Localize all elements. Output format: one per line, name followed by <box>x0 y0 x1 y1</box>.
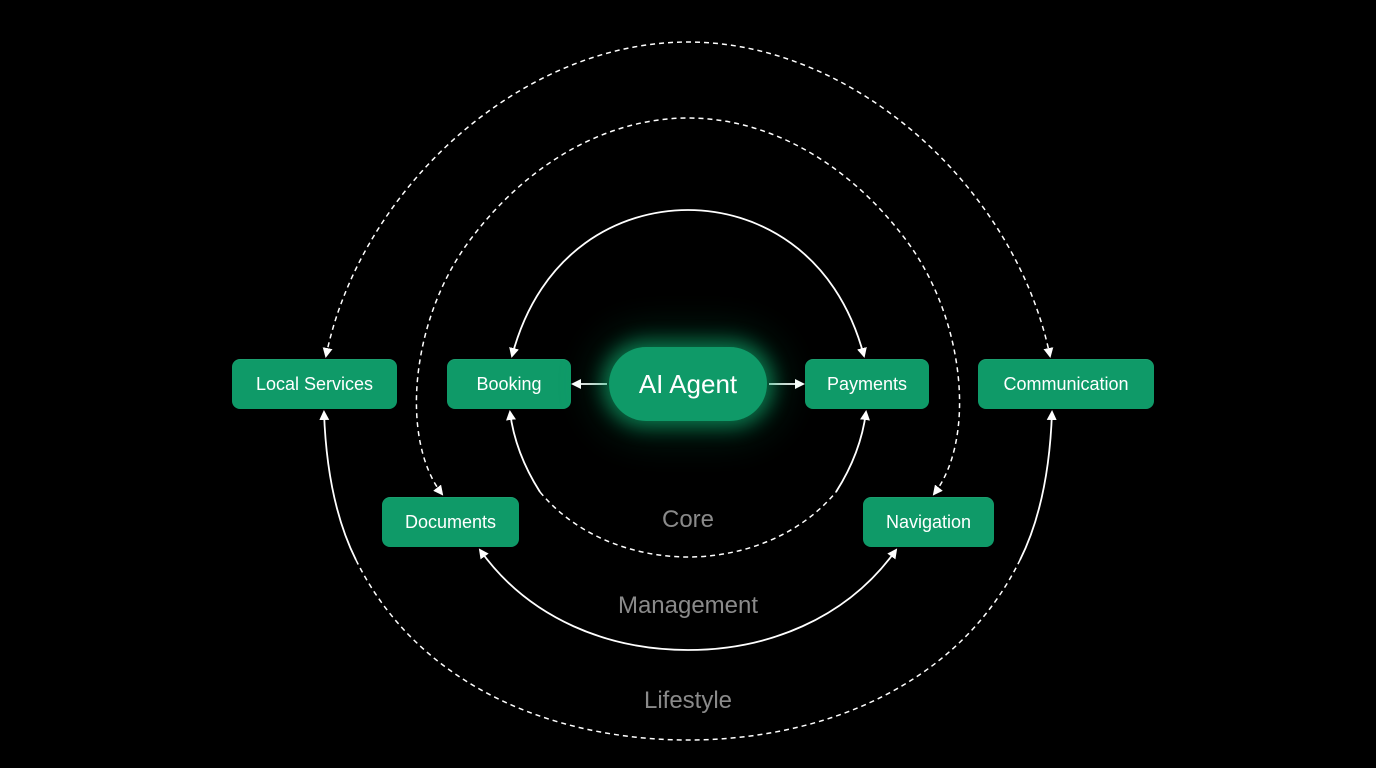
node-documents-label: Documents <box>404 511 497 532</box>
node-booking[interactable]: Booking <box>447 359 571 409</box>
node-local-services-label: Local Services <box>255 373 374 394</box>
core-arc-top <box>509 209 867 358</box>
node-navigation-label: Navigation <box>885 511 972 532</box>
node-booking-label: Booking <box>476 373 542 394</box>
node-ai-agent-hub[interactable]: AI Agent <box>609 347 767 421</box>
ring-label-core: Core <box>661 506 715 533</box>
lifestyle-arc-solid-left <box>319 410 357 561</box>
node-navigation[interactable]: Navigation <box>863 497 994 547</box>
node-communication-label: Communication <box>1003 373 1129 394</box>
hub-label: AI Agent <box>638 368 738 399</box>
lifestyle-arc-dashed-bottom <box>355 559 1021 741</box>
core-arc-bottom-right <box>835 410 870 493</box>
ring-label-management: Management <box>617 592 759 619</box>
lifestyle-arc-solid-right <box>1019 410 1057 561</box>
node-payments[interactable]: Payments <box>805 359 929 409</box>
ring-label-lifestyle: Lifestyle <box>643 687 733 714</box>
node-local-services[interactable]: Local Services <box>232 359 397 409</box>
management-arc-dashed <box>415 117 961 496</box>
node-documents[interactable]: Documents <box>382 497 519 547</box>
management-arc-solid <box>478 548 898 651</box>
core-arc-bottom-left <box>506 410 541 493</box>
node-communication[interactable]: Communication <box>978 359 1154 409</box>
node-payments-label: Payments <box>826 373 908 394</box>
lifestyle-arc-dashed-top <box>322 41 1054 358</box>
